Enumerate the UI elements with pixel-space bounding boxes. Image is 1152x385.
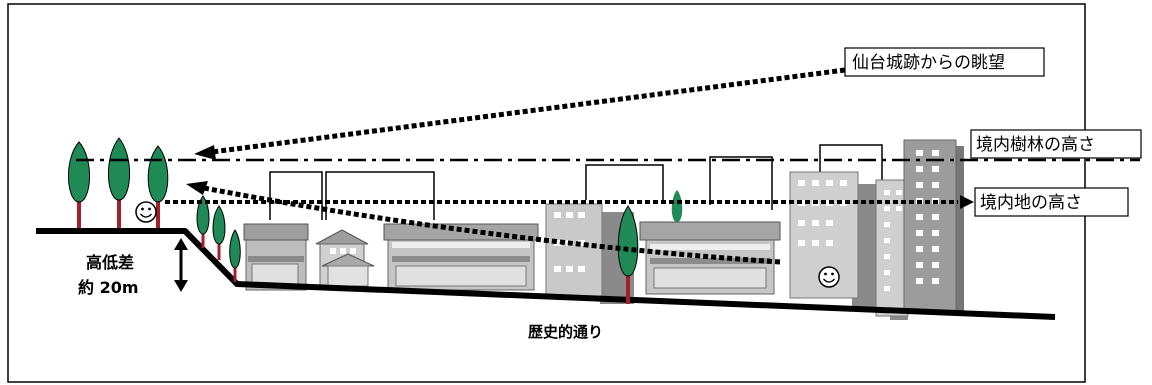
shop-building-left	[243, 223, 309, 291]
slope-tree	[229, 229, 241, 282]
shrine-trees	[67, 137, 241, 282]
slope-tree	[196, 195, 210, 248]
label-tree-height-text: 境内樹林の高さ	[976, 135, 1095, 155]
street-tree-small	[671, 190, 683, 222]
label-view-from-castle-text: 仙台城跡からの眺望	[852, 53, 1005, 73]
street-tree	[617, 205, 639, 304]
label-tree-height: 境内樹林の高さ	[970, 129, 1142, 159]
smiley-face-icon	[135, 201, 157, 223]
elevation-arrow	[174, 238, 188, 292]
view-line-street	[186, 181, 781, 265]
background-building-outlines	[269, 144, 883, 220]
low-building-right	[639, 221, 781, 295]
tree	[107, 137, 131, 228]
ground-height-arrowhead	[960, 195, 974, 209]
smiley-face-icon	[818, 266, 840, 288]
tall-building-dark	[903, 139, 964, 314]
office-building-b	[789, 171, 876, 308]
street-label: 歴史的通り	[528, 323, 603, 341]
view-line-castle	[194, 67, 846, 160]
ground-profile-line	[36, 228, 1056, 320]
label-ground-height-text: 境内地の高さ	[980, 193, 1082, 213]
tree	[67, 141, 91, 228]
label-view-from-castle: 仙台城跡からの眺望	[844, 47, 1045, 77]
low-building-center	[383, 223, 539, 291]
label-ground-height: 境内地の高さ	[974, 187, 1129, 217]
elevation-label-line1: 高低差	[86, 253, 134, 272]
slope-tree	[212, 205, 226, 260]
elevation-label-line2: 約 20m	[78, 278, 139, 297]
